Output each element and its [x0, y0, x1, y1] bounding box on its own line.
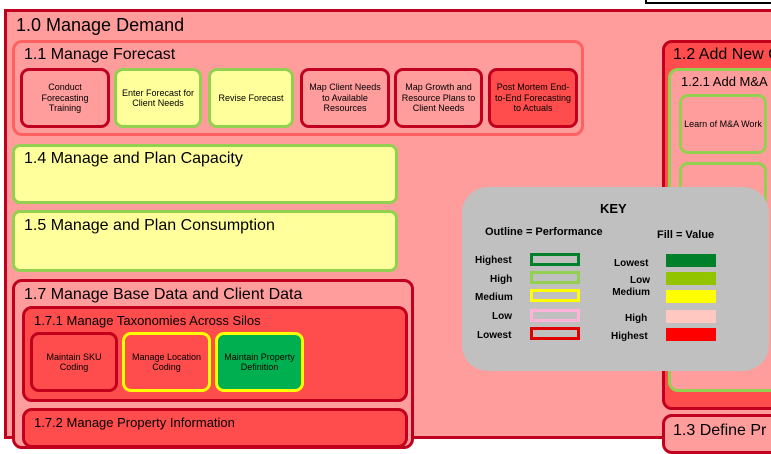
add-ma-title: 1.2.1 Add M&A	[681, 74, 768, 89]
key-outline-swatch-highest	[530, 253, 580, 266]
key-fill-swatch-lowest	[666, 254, 716, 267]
key-fill-label-low-medium: Low Medium	[612, 275, 650, 298]
key-outline-label-high: High	[490, 274, 513, 285]
key-panel	[462, 187, 769, 371]
revise-forecast-node[interactable]: Revise Forecast	[208, 68, 294, 128]
key-outline-label-lowest: Lowest	[477, 330, 512, 341]
key-fill-swatch-low-medium	[666, 272, 716, 285]
manage-forecast-title: 1.1 Manage Forecast	[24, 46, 176, 63]
post-mortem-forecasting-node[interactable]: Post Mortem End-to-End Forecasting to Ac…	[488, 68, 578, 128]
manage-base-data-title: 1.7 Manage Base Data and Client Data	[24, 286, 303, 303]
key-fill-header: Fill = Value	[657, 229, 715, 241]
key-fill-swatch-highest	[666, 328, 716, 341]
key-title: KEY	[600, 201, 627, 216]
manage-taxonomies-title: 1.7.1 Manage Taxonomies Across Silos	[34, 313, 261, 328]
maintain-sku-coding-node[interactable]: Maintain SKU Coding	[30, 332, 118, 392]
key-outline-swatch-medium	[530, 289, 580, 302]
key-fill-label-highest: Highest	[611, 331, 648, 342]
manage-property-info-title: 1.7.2 Manage Property Information	[34, 415, 235, 430]
maintain-property-definition-node[interactable]: Maintain Property Definition	[215, 332, 304, 392]
key-outline-label-highest: Highest	[475, 255, 512, 266]
manage-consumption-title: 1.5 Manage and Plan Consumption	[24, 217, 275, 234]
conduct-forecasting-training-node[interactable]: Conduct Forecasting Training	[20, 68, 110, 128]
manage-demand-title: 1.0 Manage Demand	[16, 15, 185, 35]
learn-ma-work-node[interactable]: Learn of M&A Work	[679, 94, 767, 154]
define-title: 1.3 Define Pr	[673, 422, 767, 439]
top-frame	[645, 0, 771, 4]
manage-capacity-box[interactable]	[12, 144, 398, 204]
key-fill-swatch-high	[666, 310, 716, 323]
key-outline-label-medium: Medium	[475, 292, 513, 303]
key-fill-label-lowest: Lowest	[614, 258, 649, 269]
key-outline-swatch-lowest	[530, 327, 580, 340]
manage-capacity-title: 1.4 Manage and Plan Capacity	[24, 150, 243, 167]
key-outline-swatch-high	[530, 271, 580, 284]
map-growth-plans-node[interactable]: Map Growth and Resource Plans to Client …	[394, 68, 483, 128]
key-fill-swatch-medium	[666, 290, 716, 303]
key-outline-label-low: Low	[492, 311, 512, 322]
map-client-needs-node[interactable]: Map Client Needs to Available Resources	[300, 68, 390, 128]
key-outline-swatch-low	[530, 309, 580, 322]
key-fill-label-high: High	[625, 313, 648, 324]
manage-consumption-box[interactable]	[12, 210, 398, 272]
add-new-title: 1.2 Add New C	[673, 46, 771, 63]
key-outline-header: Outline = Performance	[485, 226, 603, 238]
manage-location-coding-node[interactable]: Manage Location Coding	[122, 332, 211, 392]
enter-forecast-node[interactable]: Enter Forecast for Client Needs	[114, 68, 202, 128]
